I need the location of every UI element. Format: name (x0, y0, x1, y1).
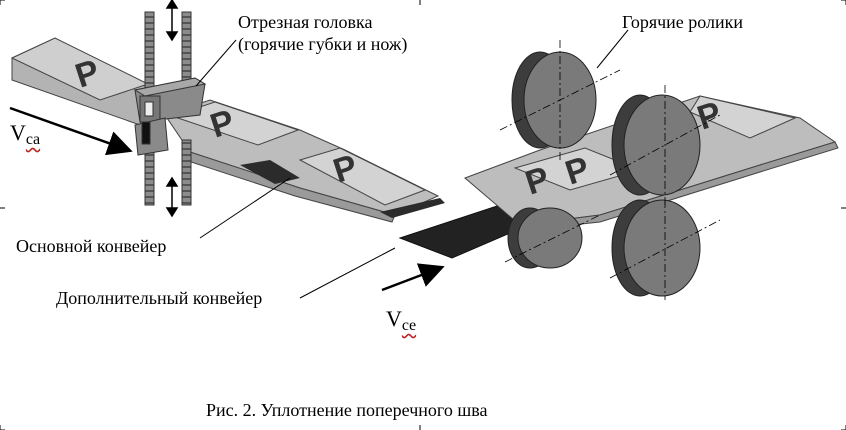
hot-rollers-label: Горячие ролики (622, 12, 744, 32)
cutting-head (133, 11, 207, 206)
vce-letter: V (386, 306, 402, 331)
vce-subscript: ce (401, 317, 417, 334)
leader-lines (195, 29, 629, 299)
cutting-head-label-line1: Отрезная головка (238, 12, 373, 32)
cutting-head-label-line2: (горячие губки и нож) (238, 34, 408, 54)
figure-caption: Рис. 2. Уплотнение поперечного шва (206, 400, 488, 420)
roller-lower-right (611, 199, 701, 297)
roller-upper-left (511, 51, 597, 149)
roller-upper-right (611, 94, 701, 196)
hot-rollers (507, 51, 701, 297)
vca-subscript: ca (25, 131, 41, 148)
main-conveyor-label: Основной конвейер (16, 236, 167, 256)
aux-conveyor-label: Дополнительный конвейер (56, 288, 263, 308)
vca-letter: V (10, 120, 26, 145)
vca-label: Vca (10, 120, 40, 149)
main-conveyor-belt (240, 160, 445, 218)
roller-axes (499, 40, 721, 300)
vce-arrow (381, 263, 445, 292)
roller-lower-left (507, 207, 583, 269)
head-motion-arrows (165, 0, 179, 218)
vca-arrow (9, 106, 133, 156)
package-strip-left (10, 37, 440, 223)
vce-label: Vce (386, 306, 416, 335)
